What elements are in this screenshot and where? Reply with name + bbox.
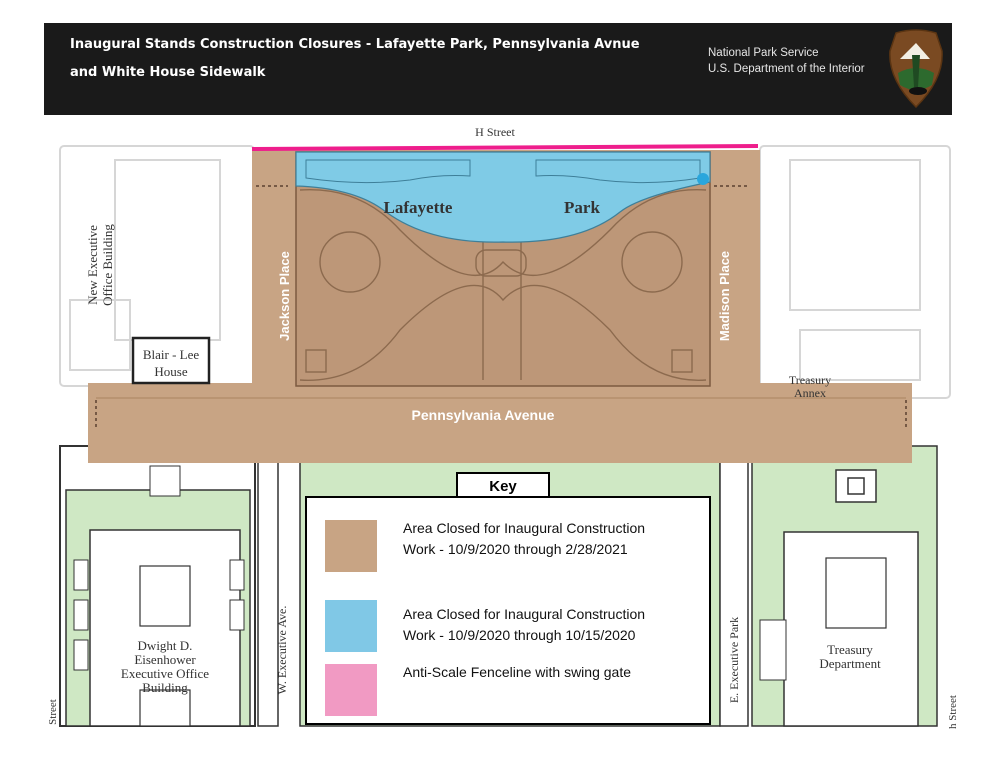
w-executive-ave-label: W. Executive Ave.	[275, 606, 289, 695]
legend-item-2: Area Closed for Inaugural Construction W…	[403, 604, 703, 646]
header-bar: Inaugural Stands Construction Closures -…	[44, 23, 952, 115]
legend-item-2-line1: Area Closed for Inaugural Construction	[403, 606, 646, 622]
legend-item-2-line2: Work - 10/9/2020 through 10/15/2020	[403, 627, 636, 643]
e-executive-park-label: E. Executive Park	[727, 617, 741, 703]
park-label-park: Park	[564, 198, 600, 217]
key-title: Key	[456, 472, 550, 500]
legend-item-1-line1: Area Closed for Inaugural Construction	[403, 520, 646, 536]
treasury-dept-label-2: Department	[819, 656, 881, 671]
treasury-dept-label-1: Treasury	[827, 642, 873, 657]
map-title-line1: Inaugural Stands Construction Closures -…	[70, 37, 640, 52]
treasury-annex-label-2: Annex	[794, 386, 826, 400]
agency-department: U.S. Department of the Interior	[708, 63, 865, 75]
penn-ave-closure-area	[88, 383, 912, 463]
penn-ave-label: Pennsylvania Avenue	[412, 407, 555, 423]
blair-label-2: House	[154, 364, 187, 379]
eeob-label-3: Executive Office	[121, 666, 209, 681]
map-title-line2: and White House Sidewalk	[70, 65, 266, 80]
treasury-annex-label-1: Treasury	[789, 373, 831, 387]
nps-arrowhead-logo-icon	[889, 29, 943, 109]
eeob-label-1: Dwight D.	[138, 638, 193, 653]
north-park-closure-area	[295, 151, 711, 243]
legend-swatch-pink	[325, 664, 377, 716]
anti-scale-fenceline	[251, 144, 759, 151]
street-label-left: Street	[47, 699, 59, 725]
street-label-right: h Street	[947, 695, 959, 729]
sidewalk-ticks	[95, 185, 907, 430]
new-exec-label-2: Office Building	[100, 224, 115, 306]
legend-swatch-blue	[325, 600, 377, 652]
blair-lee-house-building	[131, 336, 211, 385]
legend-item-1: Area Closed for Inaugural Construction W…	[403, 518, 703, 560]
key-legend: Area Closed for Inaugural Construction W…	[305, 496, 711, 725]
legend-swatch-tan	[325, 520, 377, 572]
eeob-label-4: Building	[142, 680, 188, 695]
new-exec-label-1: New Executive	[85, 225, 100, 305]
park-label-lafayette: Lafayette	[384, 198, 453, 217]
madison-place-label: Madison Place	[717, 251, 732, 341]
legend-item-3: Anti-Scale Fenceline with swing gate	[403, 662, 703, 683]
agency-name: National Park Service	[708, 47, 819, 59]
jackson-place-label: Jackson Place	[277, 251, 292, 341]
h-street-label: H Street	[475, 125, 515, 139]
legend-item-1-line2: Work - 10/9/2020 through 2/28/2021	[403, 541, 628, 557]
eeob-label-2: Eisenhower	[134, 652, 196, 667]
swing-gate-icon	[697, 173, 709, 185]
legend-item-3-line1: Anti-Scale Fenceline with swing gate	[403, 664, 632, 680]
blair-label-1: Blair - Lee	[143, 347, 200, 362]
